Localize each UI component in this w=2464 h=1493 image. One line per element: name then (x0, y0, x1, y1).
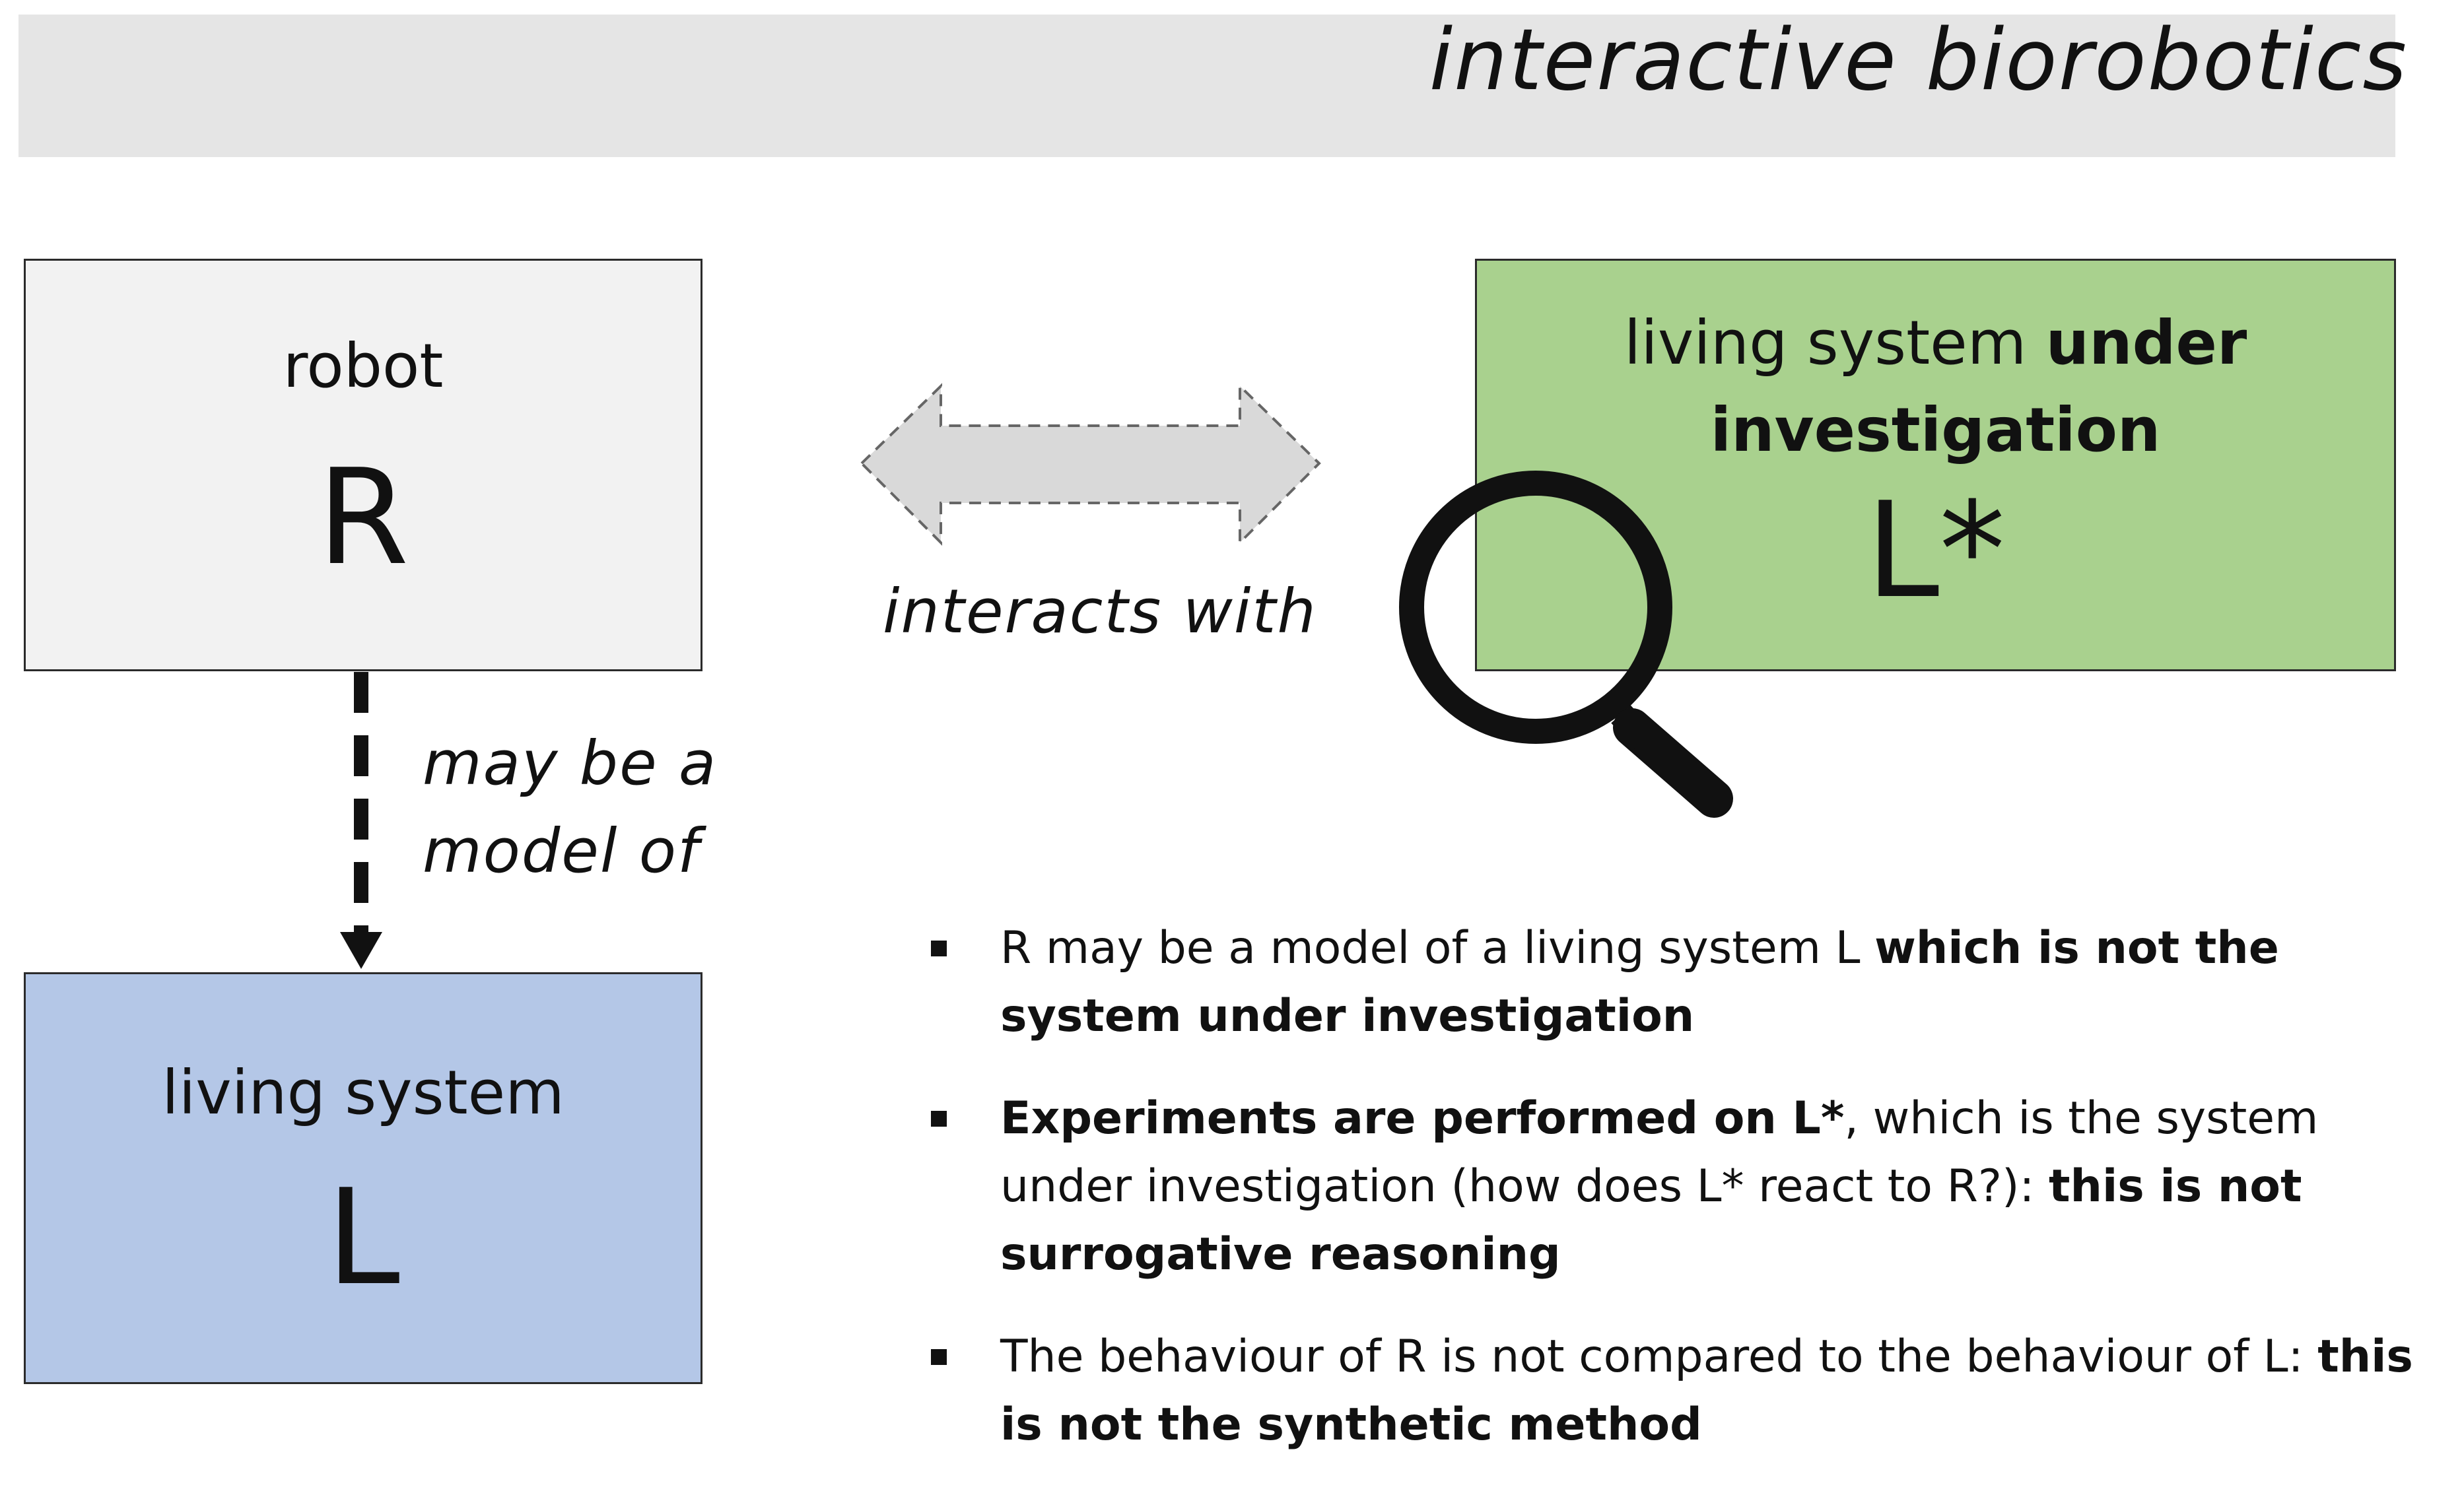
investigated-system-box: living system under investigation L* (1475, 259, 2396, 671)
bullet-text: The behaviour of R is not compared to th… (1000, 1331, 2318, 1383)
bullet-list: R may be a model of a living system L wh… (931, 914, 2449, 1493)
diagram-graphics (340, 383, 1733, 969)
living-system-label: living system (162, 1057, 565, 1128)
double-arrow-icon (860, 383, 1321, 546)
bullet-text-bold: Experiments are performed on L* (1000, 1092, 1845, 1145)
interacts-with-label: interacts with (883, 576, 1317, 647)
living-system-box: living system L (24, 972, 702, 1384)
investigated-label-bold: under (2045, 308, 2247, 378)
robot-label: robot (283, 331, 444, 401)
model-of-label-line1: may be a (423, 728, 718, 799)
investigated-system-label-line1: living system under (1477, 304, 2394, 383)
bullet-square-icon (931, 941, 947, 956)
bullet-item: The behaviour of R is not compared to th… (931, 1323, 2449, 1459)
robot-symbol: R (317, 441, 409, 595)
bullet-text: R may be a model of a living system L (1000, 922, 1875, 974)
bullet-item: Experiments are performed on L*, which i… (931, 1084, 2449, 1288)
bullet-square-icon (931, 1111, 947, 1127)
page-title: interactive biorobotics (1429, 11, 2408, 110)
investigated-system-label-line2: investigation (1710, 395, 2161, 465)
magnifier-icon (1399, 471, 1733, 818)
bullet-text-bold: this is not the synthetic method (1000, 1331, 2413, 1451)
investigated-system-symbol: L* (1865, 474, 2006, 628)
bullet-square-icon (931, 1349, 947, 1365)
living-system-symbol: L (326, 1161, 400, 1315)
bullet-text-bold: which is not the system under investigat… (1000, 922, 2279, 1042)
model-of-label: may be a model of (423, 719, 717, 896)
model-of-label-line2: model of (423, 816, 701, 887)
robot-box: robot R (24, 259, 702, 671)
bullet-item: R may be a model of a living system L wh… (931, 914, 2449, 1050)
bullet-text: , which is the system under investigatio… (1000, 1092, 2319, 1212)
investigated-label-normal: living system (1624, 308, 2046, 378)
dashed-arrow-icon (340, 672, 382, 969)
bullet-text-bold: this is not surrogative reasoning (1000, 1160, 2302, 1280)
header-bar (18, 15, 2395, 157)
